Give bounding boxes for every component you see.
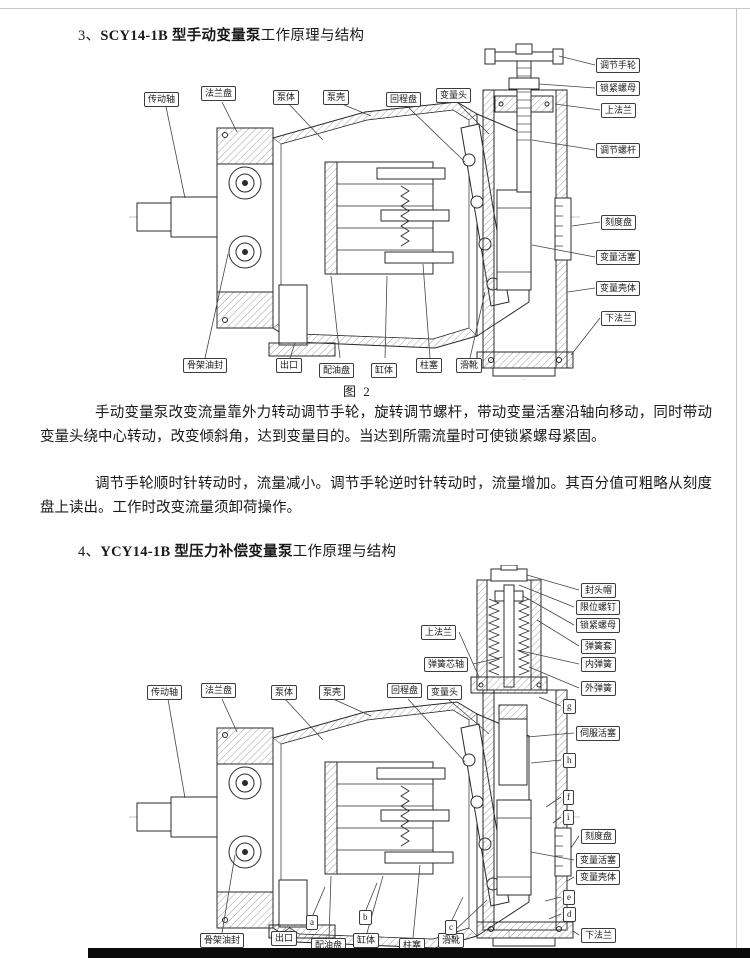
part-label: 泵壳	[323, 90, 350, 105]
part-label: 内弹簧	[581, 657, 617, 672]
section4-rest: 工作原理与结构	[292, 544, 397, 560]
part-label: h	[563, 753, 576, 768]
part-label: 锁紧螺母	[596, 81, 641, 96]
pump-cross-section-drawing-2	[129, 565, 580, 949]
part-label: 滑靴	[456, 358, 483, 373]
part-label: 弹簧芯轴	[424, 657, 469, 672]
part-label: 法兰盘	[201, 86, 237, 101]
part-label: b	[359, 910, 372, 925]
paragraph-2: 调节手轮顺时针转动时，流量减小。调节手轮逆时针转动时，流量增加。其百分值可粗略从…	[40, 476, 712, 516]
page-edge-top	[0, 8, 750, 9]
part-label: 变量活塞	[596, 250, 641, 265]
part-label: c	[445, 920, 457, 935]
part-label: 骨架油封	[183, 358, 228, 373]
part-label: d	[563, 907, 576, 922]
part-label: 柱塞	[416, 358, 443, 373]
section3-heading: 3、SCY14-1B 型手动变量泵工作原理与结构	[78, 24, 364, 45]
part-label: 泵壳	[319, 685, 346, 700]
part-label: e	[563, 890, 575, 905]
part-label: 传动轴	[144, 92, 180, 107]
part-label: i	[563, 810, 574, 825]
part-label: 伺服活塞	[576, 726, 621, 741]
part-label: 变量活塞	[576, 853, 621, 868]
section4-heading: 4、YCY14-1B 型压力补偿变量泵工作原理与结构	[78, 540, 396, 561]
part-label: 刻度盘	[601, 215, 637, 230]
figure2-pump-diagram: 传动轴 法兰盘 泵体 泵壳 回程盘 变量头 调节手轮 锁紧螺母 上法兰 调节螺杆…	[125, 40, 670, 390]
part-label: 出口	[276, 358, 303, 373]
part-label: 上法兰	[601, 103, 637, 118]
section4-number: 4、	[78, 544, 101, 560]
part-label: 泵体	[273, 90, 300, 105]
section4-pump-name: YCY14-1B 型压力补偿变量泵	[100, 544, 293, 560]
part-label: 回程盘	[386, 92, 422, 107]
part-label: 变量头	[427, 685, 463, 700]
part-label: 传动轴	[147, 685, 183, 700]
part-label: 出口	[271, 931, 298, 946]
part-label: 滑靴	[438, 933, 465, 948]
part-label: 骨架油封	[200, 933, 245, 948]
paragraph-1: 手动变量泵改变流量靠外力转动调节手轮，旋转调节螺杆，带动变量活塞沿轴向移动，同时…	[40, 405, 712, 445]
part-label: 外弹簧	[581, 681, 617, 696]
section3-pump-name: SCY14-1B 型手动变量泵	[100, 28, 261, 44]
pump-cross-section-drawing-1	[129, 43, 601, 380]
part-label: a	[306, 915, 318, 930]
part-label: 缸体	[371, 363, 398, 378]
part-label: 缸体	[353, 933, 380, 948]
part-label: 弹簧套	[581, 639, 617, 654]
part-label: 上法兰	[421, 625, 457, 640]
part-label: 法兰盘	[201, 683, 237, 698]
part-label: 变量壳体	[576, 870, 621, 885]
section3-rest: 工作原理与结构	[260, 28, 365, 44]
part-label: f	[563, 790, 574, 805]
part-label: 泵体	[271, 685, 298, 700]
part-label: 配油盘	[319, 363, 355, 378]
part-label: 变量壳体	[596, 281, 641, 296]
part-label: 封头帽	[581, 583, 617, 598]
bottom-scan-bar	[88, 948, 750, 958]
part-label: 变量头	[436, 88, 472, 103]
page-edge-right	[736, 8, 737, 958]
part-label: 下法兰	[581, 928, 617, 943]
figure-caption: 图 2	[343, 384, 372, 399]
part-label: 调节手轮	[596, 58, 641, 73]
part-label: g	[563, 699, 576, 714]
part-label: 刻度盘	[581, 829, 617, 844]
part-label: 限位螺钉	[576, 600, 621, 615]
section3-number: 3、	[78, 28, 101, 44]
part-label: 回程盘	[387, 683, 423, 698]
part-label: 下法兰	[601, 311, 637, 326]
part-label: 锁紧螺母	[576, 618, 621, 633]
part-label: 调节螺杆	[596, 143, 641, 158]
ycy-pump-diagram: 传动轴 法兰盘 泵体 泵壳 回程盘 变量头 上法兰 弹簧芯轴 封头帽 限位螺钉 …	[125, 565, 670, 955]
